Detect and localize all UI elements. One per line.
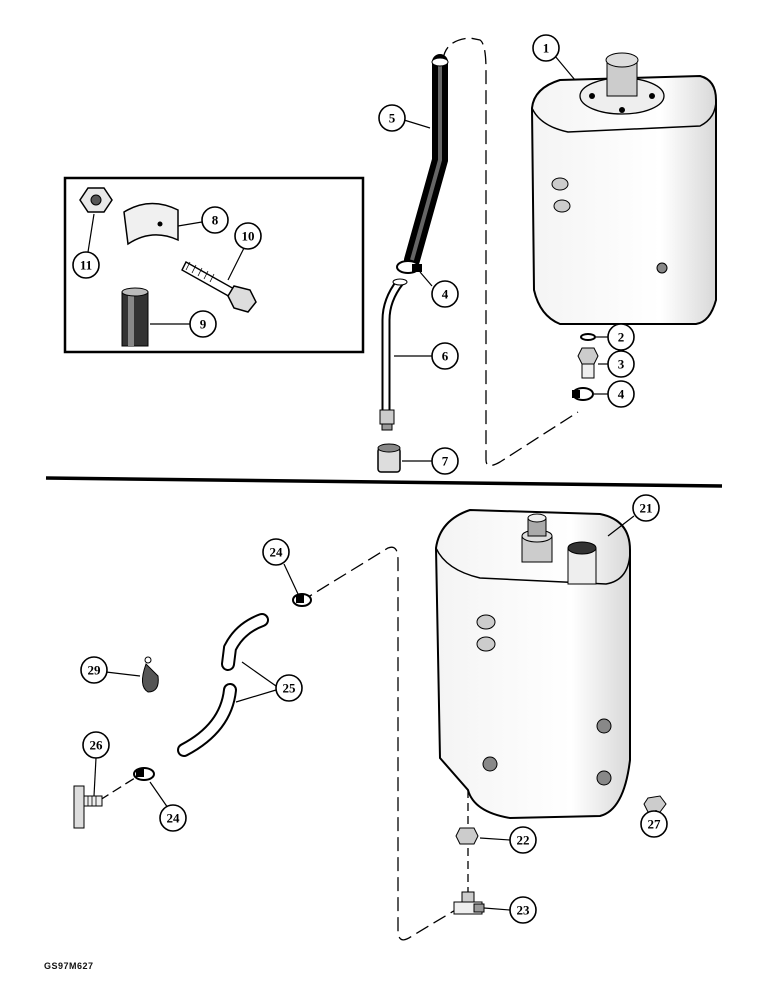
callout-8-label: 8 — [212, 213, 219, 228]
hose-part-5 — [404, 54, 449, 268]
callout-4-upper-label: 4 — [442, 287, 449, 302]
reservoir-tank-part-1 — [530, 52, 717, 325]
callout-21: 21 — [607, 494, 660, 537]
callout-5: 5 — [378, 104, 431, 132]
callout-29: 29 — [80, 656, 141, 684]
callout-5-label: 5 — [389, 111, 396, 126]
callout-4-upper: 4 — [419, 271, 459, 308]
callout-22-label: 22 — [517, 833, 530, 848]
clamp-part-8 — [123, 202, 179, 246]
callout-1: 1 — [532, 34, 576, 81]
fitting-part-3 — [577, 347, 599, 379]
callout-3-label: 3 — [618, 357, 625, 372]
callout-25-label: 25 — [283, 681, 297, 696]
callout-8: 8 — [177, 206, 229, 234]
plug-part-27 — [643, 795, 667, 813]
callout-23-label: 23 — [517, 903, 531, 918]
callout-24-upper-label: 24 — [270, 545, 284, 560]
callout-2-label: 2 — [618, 330, 625, 345]
callout-25: 25 — [235, 661, 303, 703]
callout-10: 10 — [227, 222, 262, 281]
fitting-part-22 — [455, 827, 479, 845]
callout-26-label: 26 — [90, 738, 104, 753]
section-divider — [45, 476, 723, 488]
hose-clamp-part-24-lower — [133, 767, 155, 781]
callout-2: 2 — [596, 323, 635, 351]
callout-7: 7 — [402, 447, 459, 475]
callout-7-label: 7 — [442, 454, 449, 469]
tube-part-6 — [379, 278, 408, 431]
callout-4-lower-label: 4 — [618, 387, 625, 402]
spacer-part-9 — [121, 287, 149, 347]
callout-24-lower-label: 24 — [167, 811, 181, 826]
callout-1-label: 1 — [543, 41, 550, 56]
hardware-inset-box — [63, 176, 365, 354]
callout-10-label: 10 — [242, 229, 255, 244]
callout-9-label: 9 — [200, 317, 207, 332]
callout-27-label: 27 — [648, 817, 662, 832]
callout-26: 26 — [82, 731, 110, 797]
routing-line-upper — [442, 37, 579, 467]
hose-clamp-part-24-upper — [292, 593, 312, 607]
callout-23: 23 — [483, 896, 537, 924]
hose-clamp-part-4-upper — [396, 260, 422, 274]
hose-part-25-lower — [177, 683, 237, 757]
callout-21-label: 21 — [640, 501, 653, 516]
callout-6: 6 — [394, 342, 459, 370]
callout-6-label: 6 — [442, 349, 449, 364]
callout-11: 11 — [72, 213, 100, 279]
o-ring-part-2 — [580, 333, 596, 341]
tee-fitting-part-26 — [73, 785, 103, 829]
bolt-part-10 — [181, 261, 257, 313]
clip-part-29 — [142, 656, 159, 693]
callout-11-label: 11 — [80, 258, 92, 273]
reservoir-tank-part-21 — [434, 508, 631, 820]
nut-part-7 — [377, 443, 401, 473]
figure-code: GS97M627 — [44, 961, 94, 971]
elbow-fitting-part-23 — [453, 891, 485, 915]
callout-24-lower: 24 — [149, 781, 187, 832]
callout-22: 22 — [479, 826, 537, 854]
callout-27: 27 — [640, 810, 668, 838]
callout-29-label: 29 — [88, 663, 102, 678]
hose-part-25-upper — [221, 613, 269, 671]
callout-3: 3 — [598, 350, 635, 378]
callout-9: 9 — [150, 310, 217, 338]
callout-4-lower: 4 — [594, 380, 635, 408]
hose-clamp-part-4-lower — [572, 387, 594, 401]
callout-24-upper: 24 — [262, 538, 299, 595]
routing-line-lower — [99, 546, 469, 941]
nut-part-11 — [79, 187, 113, 213]
